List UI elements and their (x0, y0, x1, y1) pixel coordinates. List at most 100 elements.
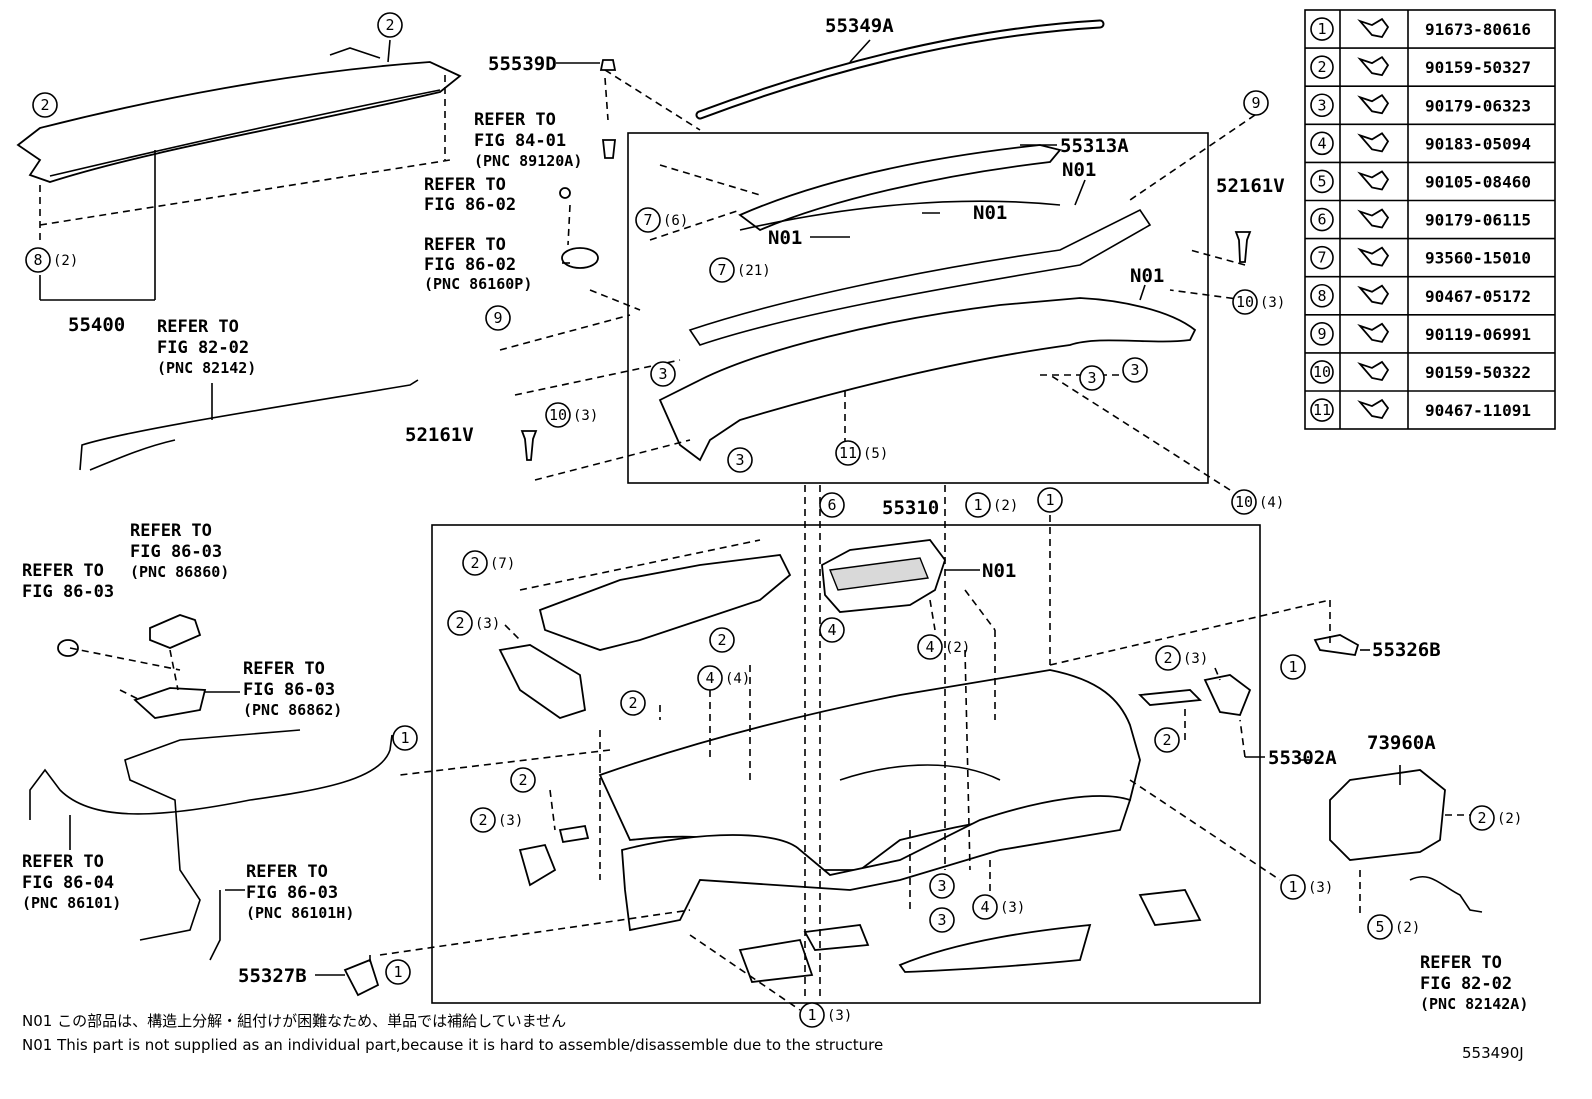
harness-86101 (29, 734, 393, 820)
table-part-number: 90179-06323 (1425, 96, 1531, 115)
table-ref-circle (1310, 360, 1334, 384)
callout: 10(3) (1232, 289, 1285, 315)
label-N01-d: N01 (1130, 265, 1164, 287)
svg-text:REFER TO: REFER TO (424, 235, 506, 255)
callout: 8(2) (25, 247, 78, 273)
svg-text:3: 3 (937, 911, 946, 929)
callout: 2 (32, 92, 58, 118)
table-part-number: 90105-08460 (1425, 172, 1531, 191)
clip-86-03 (57, 639, 79, 657)
table-part-number: 90159-50327 (1425, 58, 1531, 77)
svg-text:FIG 86-02: FIG 86-02 (424, 255, 516, 275)
label-55302A: 55302A (1268, 747, 1337, 769)
table-ref-circle (1310, 169, 1334, 194)
svg-text:(PNC 86860): (PNC 86860) (130, 563, 229, 581)
panel-55400-drawing (16, 61, 462, 183)
label-55539D: 55539D (488, 53, 557, 75)
callout: 2(3) (470, 807, 523, 833)
callouts: 2 2 8(2) 7(6) 7(21) 9 9 10(3) 10(3) 10(4… (25, 12, 1522, 1028)
callout: 7(21) (709, 257, 771, 283)
svg-text:(3): (3) (1183, 651, 1208, 667)
callout: 2(2) (1469, 805, 1522, 831)
svg-text:(3): (3) (827, 1008, 852, 1024)
table-part-number: 93560-15010 (1425, 249, 1531, 268)
bracket-86860 (149, 614, 202, 649)
svg-text:(6): (6) (663, 213, 688, 229)
label-N01-b: N01 (973, 202, 1007, 224)
harness-82142A (1409, 875, 1483, 913)
bracket-86862 (133, 687, 207, 719)
table-part-number: 90183-05094 (1425, 134, 1531, 153)
bracket-upper-drawing (538, 554, 792, 651)
svg-text:2: 2 (518, 771, 527, 789)
callout: 2 (709, 627, 735, 653)
svg-text:(3): (3) (573, 408, 598, 424)
svg-text:8: 8 (33, 251, 42, 269)
svg-text:3: 3 (1087, 369, 1096, 387)
callout: 9 (485, 305, 511, 331)
svg-text:REFER TO: REFER TO (474, 110, 556, 130)
leader-lines (39, 39, 1470, 1011)
fastener-icon (1357, 322, 1390, 343)
callout: 2(7) (462, 550, 515, 576)
svg-text:7: 7 (717, 261, 726, 279)
table-ref-number: 2 (1317, 58, 1326, 76)
table-ref-number: 9 (1317, 325, 1326, 343)
label-55326B: 55326B (1372, 639, 1441, 661)
label-55400: 55400 (68, 314, 125, 336)
table-ref-circle (1310, 55, 1334, 79)
unit-73960A-drawing (1329, 769, 1446, 861)
callout: 4(3) (972, 894, 1025, 920)
svg-text:1: 1 (400, 729, 409, 747)
svg-text:FIG 86-04: FIG 86-04 (22, 873, 114, 893)
svg-text:4: 4 (705, 669, 714, 687)
callout: 1 (3) (799, 1002, 852, 1028)
svg-text:FIG 84-01: FIG 84-01 (474, 131, 566, 151)
svg-text:2: 2 (385, 16, 394, 34)
callout: 1 (385, 959, 411, 985)
refer-note-fig86-02-a: REFER TO FIG 86-02 (424, 175, 516, 215)
callout: 3 (650, 361, 676, 387)
callout: 3 (727, 447, 753, 473)
svg-text:3: 3 (658, 365, 667, 383)
svg-text:4: 4 (827, 621, 836, 639)
callout: 3 (929, 873, 955, 899)
part-labels: 55349A 55539D 55313A 52161V 52161V 55400… (68, 15, 1441, 987)
refer-notes: REFER TO FIG 84-01 (PNC 89120A) REFER TO… (22, 110, 1528, 1013)
svg-text:4: 4 (980, 898, 989, 916)
table-ref-circle (1310, 207, 1334, 232)
fastener-icon (1357, 360, 1390, 381)
callout: 3 (1122, 357, 1148, 383)
svg-text:REFER TO: REFER TO (243, 659, 325, 679)
svg-text:(PNC 86101H): (PNC 86101H) (246, 904, 354, 922)
table-ref-circle (1310, 283, 1334, 308)
svg-text:FIG 86-03: FIG 86-03 (246, 883, 338, 903)
svg-text:3: 3 (937, 877, 946, 895)
svg-text:2: 2 (717, 631, 726, 649)
svg-text:REFER TO: REFER TO (1420, 953, 1502, 973)
callout: 1 (1280, 654, 1306, 680)
table-ref-number: 10 (1313, 363, 1331, 381)
svg-text:FIG 82-02: FIG 82-02 (1420, 974, 1512, 994)
refer-note-fig82-02-a: REFER TO FIG 82-02 (PNC 82142) (157, 317, 256, 377)
callout: 1(2) (965, 492, 1018, 518)
svg-text:FIG 86-02: FIG 86-02 (424, 195, 516, 215)
svg-text:1: 1 (1288, 658, 1297, 676)
svg-text:1: 1 (807, 1006, 816, 1024)
callout: 10(4) (1231, 489, 1284, 515)
svg-text:1: 1 (1288, 878, 1297, 896)
table-ref-circle (1310, 131, 1334, 156)
bracket-55326B-drawing (1313, 634, 1360, 657)
callout: 3 (1079, 365, 1105, 391)
label-55349A: 55349A (825, 15, 894, 37)
svg-text:(2): (2) (993, 498, 1018, 514)
